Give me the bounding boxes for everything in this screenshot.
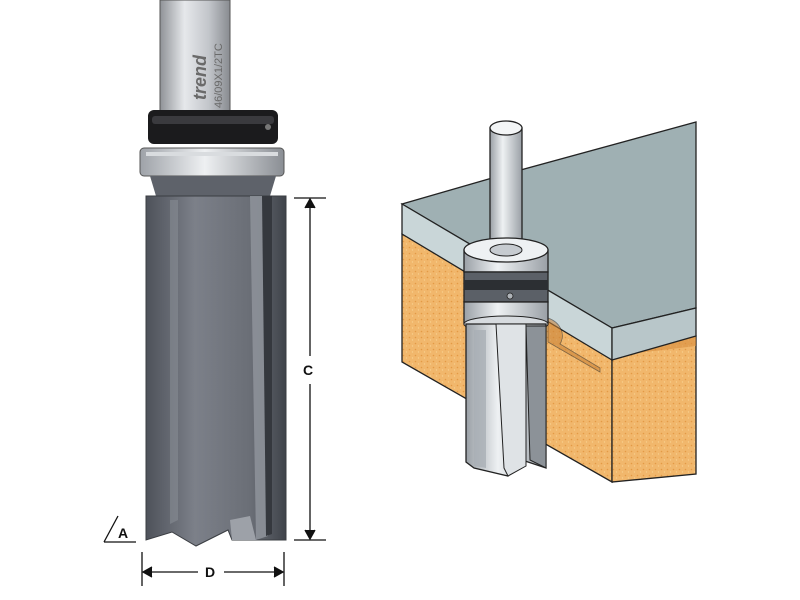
cut-groove — [547, 317, 601, 373]
bearing-lock-collar — [148, 110, 278, 144]
cutter-body — [145, 195, 287, 547]
router-bit-in-use-view — [400, 120, 697, 484]
angle-a-label: A — [118, 525, 128, 541]
dimension-d-label: D — [205, 564, 215, 580]
dimension-c-label: C — [303, 362, 313, 378]
bit-shank — [159, 0, 231, 113]
router-bit-3d — [463, 120, 549, 477]
carbide-tip — [230, 516, 256, 540]
router-bit-side-view: trend 46/09X1/2TC C — [103, 0, 326, 586]
cutter-neck — [150, 176, 276, 196]
angle-a-marker — [103, 515, 136, 543]
workpiece-wood-end — [611, 335, 697, 483]
bit-3d-shank — [489, 127, 523, 257]
dimension-d — [141, 552, 285, 586]
shank-code-text: 46/09X1/2TC — [213, 43, 225, 108]
dimension-c — [294, 197, 326, 541]
shank-brand-text: trend — [190, 54, 210, 100]
laminate-end-edge — [611, 307, 697, 361]
